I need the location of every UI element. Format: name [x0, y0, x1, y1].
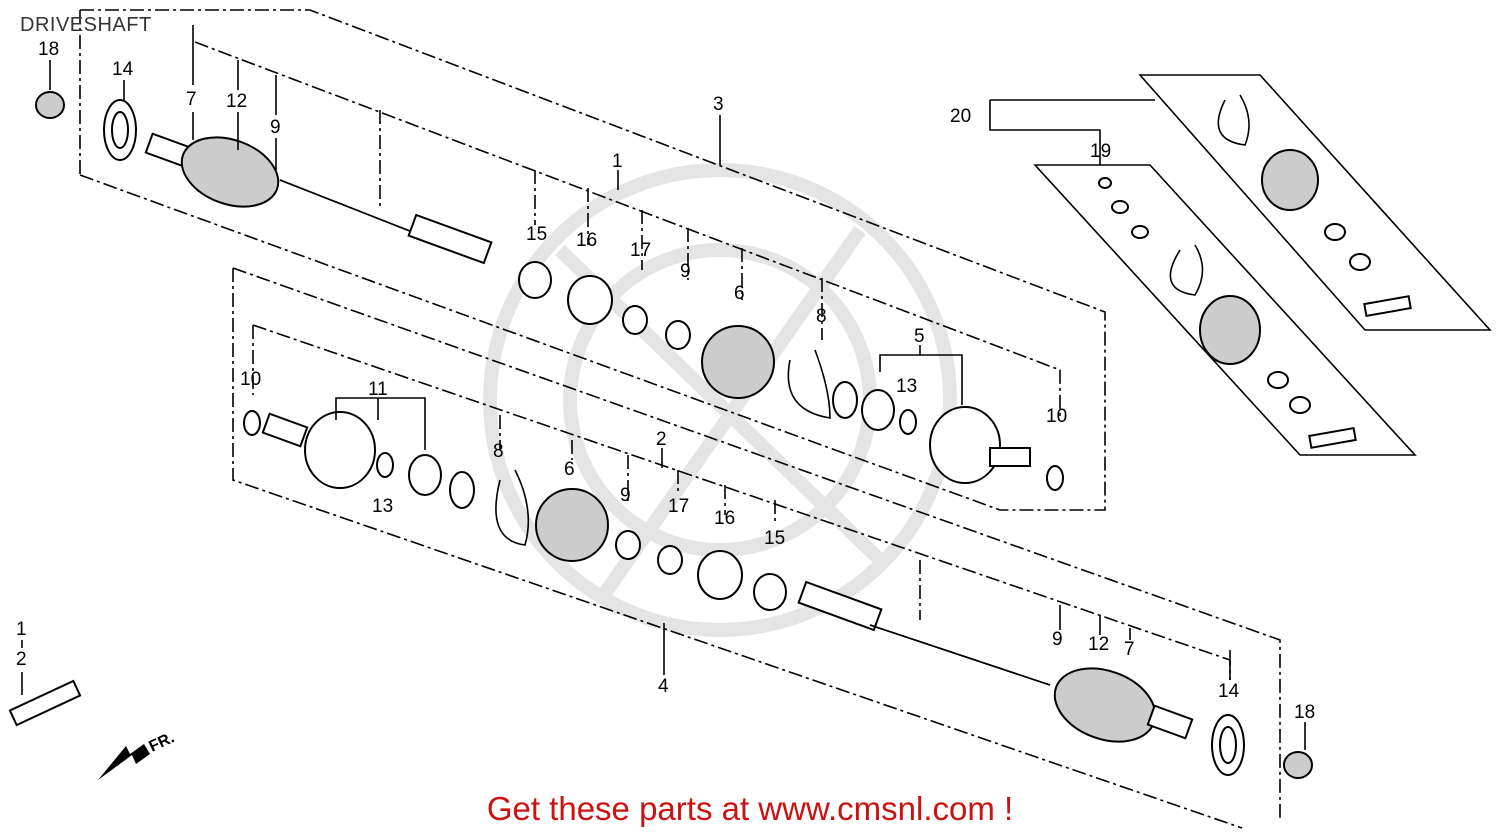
- callout-9: 9: [270, 117, 281, 138]
- callout-7: 7: [186, 89, 197, 110]
- leader-lines: [21, 25, 1306, 750]
- callout-6: 6: [734, 283, 745, 304]
- upper-driveshaft-parts: [35, 91, 1064, 491]
- callout-19: 19: [1090, 141, 1111, 162]
- lower-driveshaft-parts: [243, 410, 1313, 779]
- callout-20: 20: [950, 106, 971, 127]
- callout-7: 7: [1124, 639, 1135, 660]
- callout-18: 18: [38, 39, 59, 60]
- callout-17: 17: [668, 496, 689, 517]
- callout-numbers: 18 14 7 12 9 3 1 15 16 17 9 6 8 5 13 10 …: [16, 39, 1315, 723]
- callout-14: 14: [1218, 681, 1240, 702]
- upper-assembly-frame: [79, 9, 1106, 511]
- callout-18: 18: [1294, 702, 1315, 723]
- axle-extension-part: [8, 672, 82, 727]
- callout-13: 13: [372, 496, 393, 517]
- callout-15: 15: [764, 528, 785, 549]
- callout-15: 15: [526, 224, 547, 245]
- callout-2: 2: [656, 429, 667, 450]
- callout-1: 1: [16, 619, 27, 640]
- direction-label: FR.: [147, 729, 178, 755]
- callout-17: 17: [630, 240, 651, 261]
- callout-1: 1: [612, 151, 623, 172]
- boot-kit-frames: [989, 74, 1492, 456]
- callout-6: 6: [564, 459, 575, 480]
- front-direction-arrow-icon: FR.: [98, 729, 177, 780]
- callout-8: 8: [493, 441, 504, 462]
- callout-12: 12: [1088, 634, 1109, 655]
- promo-link-text[interactable]: Get these parts at www.cmsnl.com !: [486, 790, 1014, 827]
- diagram-title: DRIVESHAFT: [20, 14, 152, 36]
- callout-10: 10: [240, 369, 261, 390]
- callout-14: 14: [112, 59, 134, 80]
- callout-16: 16: [714, 508, 735, 529]
- callout-9: 9: [680, 261, 691, 282]
- callout-10: 10: [1046, 406, 1067, 427]
- callout-5: 5: [914, 326, 925, 347]
- boot-kit-parts: [1098, 94, 1412, 449]
- callout-11: 11: [368, 379, 388, 400]
- callout-2: 2: [16, 649, 27, 670]
- callout-16: 16: [576, 230, 597, 251]
- callout-4: 4: [658, 676, 669, 697]
- callout-8: 8: [816, 306, 827, 327]
- callout-9: 9: [1052, 629, 1063, 650]
- callout-12: 12: [226, 91, 247, 112]
- callout-13: 13: [896, 376, 917, 397]
- callout-3: 3: [713, 94, 724, 115]
- callout-9: 9: [620, 485, 631, 506]
